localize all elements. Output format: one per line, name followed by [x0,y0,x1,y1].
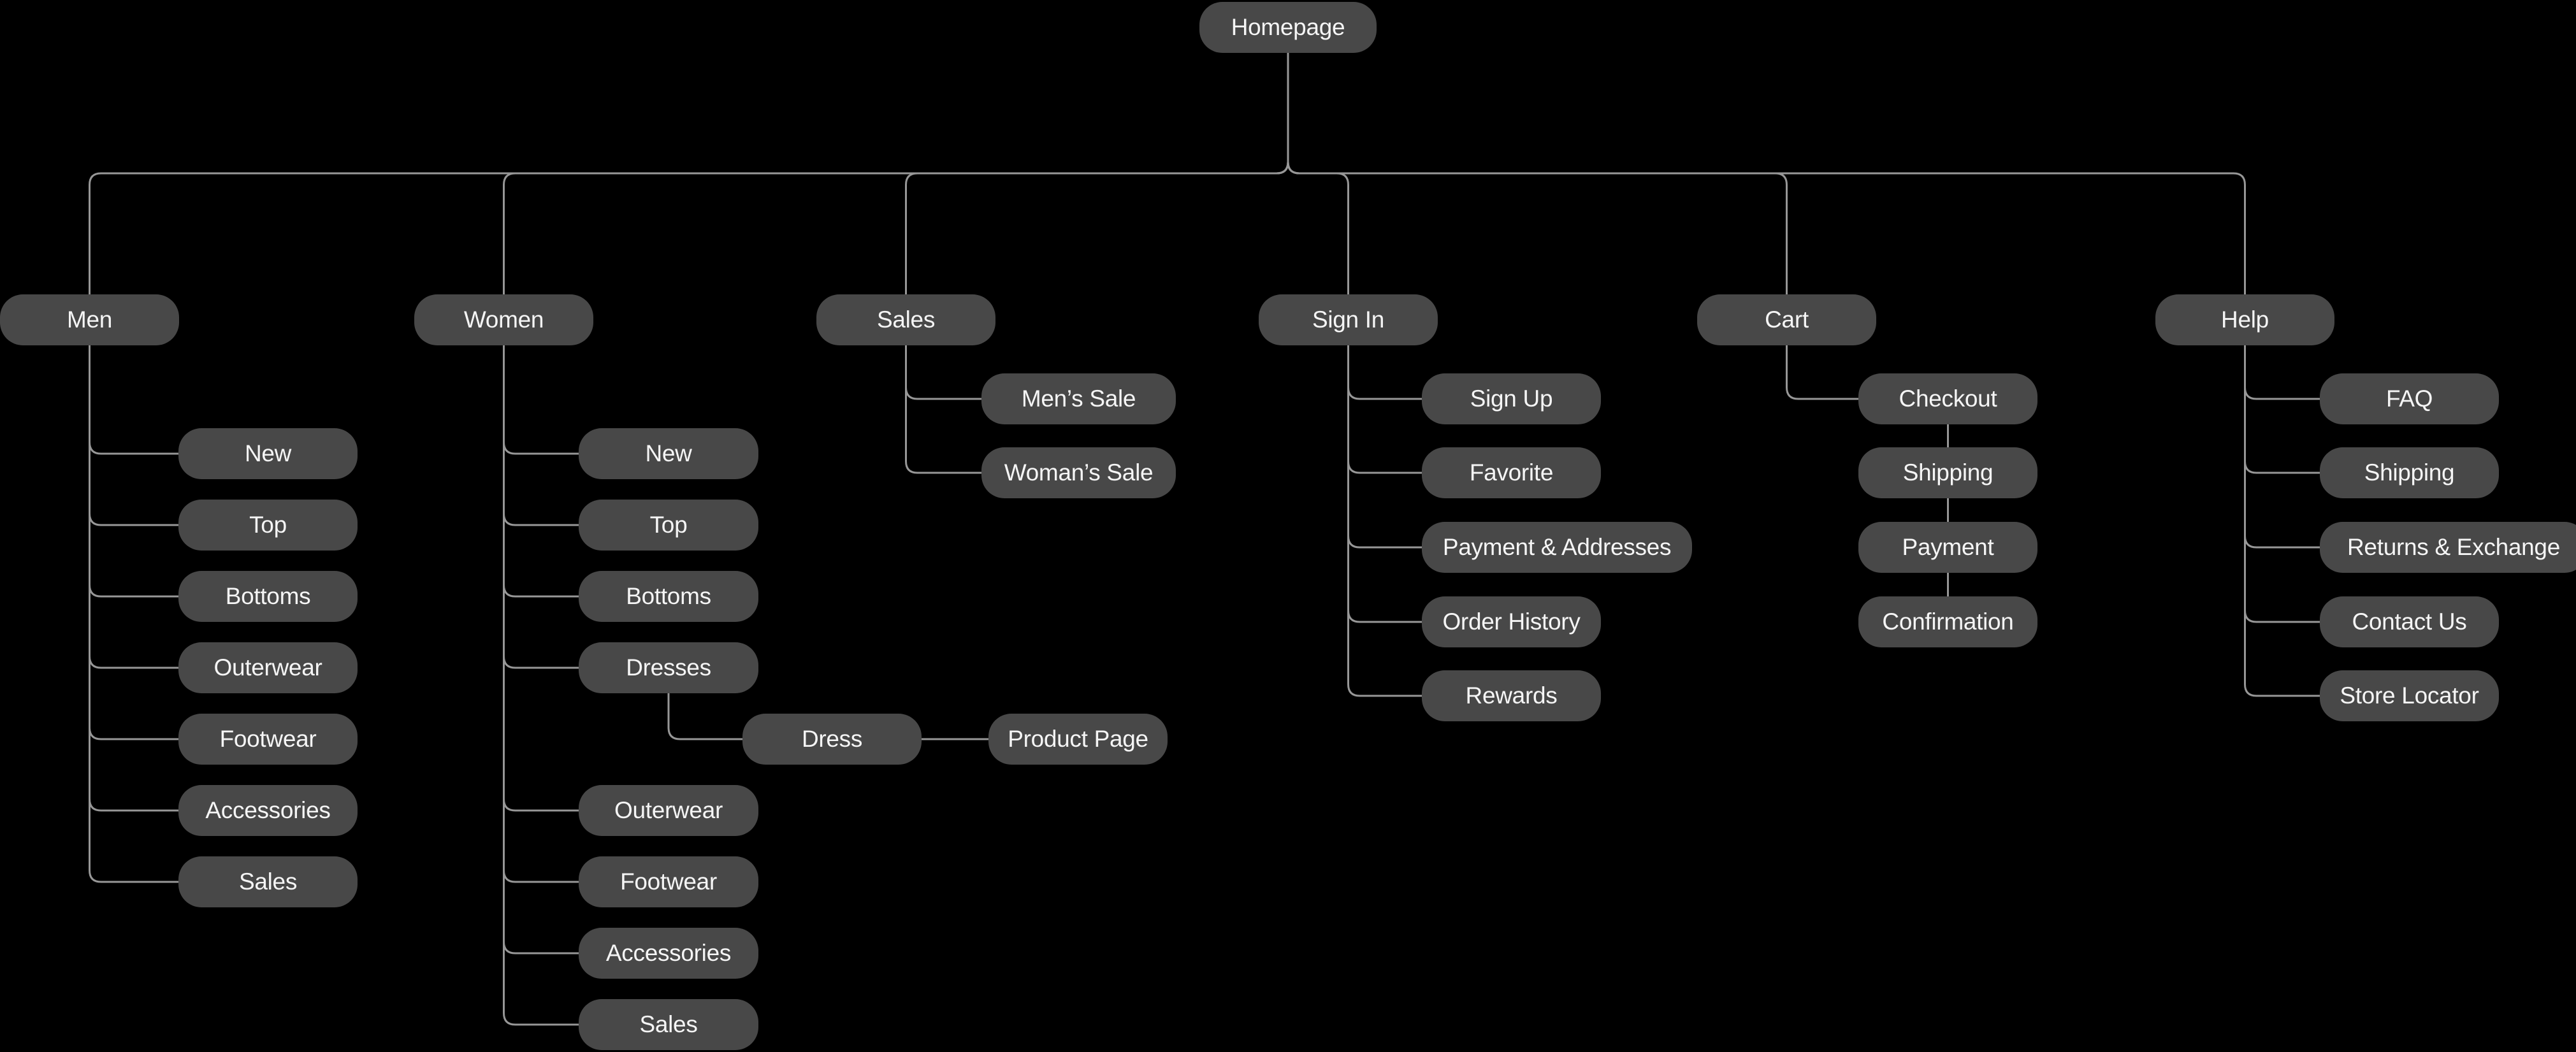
node-cart-shipping[interactable]: Shipping [1858,447,2037,498]
node-cart-payment[interactable]: Payment [1858,522,2037,573]
node-signin-payment-addresses[interactable]: Payment & Addresses [1422,522,1692,573]
node-signin[interactable]: Sign In [1259,294,1438,345]
node-women-bottoms[interactable]: Bottoms [579,571,758,622]
node-help-contact-us[interactable]: Contact Us [2320,596,2499,647]
connector-homepage-to-sales [905,53,1289,294]
node-women-new[interactable]: New [579,428,758,479]
connector-men-to-men-sales [89,345,178,883]
node-women[interactable]: Women [414,294,593,345]
connector-women-dresses-to-dress [667,693,742,740]
node-help-returns[interactable]: Returns & Exchange [2320,522,2576,573]
node-men-accessories[interactable]: Accessories [178,785,358,836]
node-sales-mens-sale[interactable]: Men’s Sale [981,373,1176,424]
connector-women-to-women-sales [503,345,579,1026]
node-men-new[interactable]: New [178,428,358,479]
node-dress[interactable]: Dress [742,714,922,765]
node-signin-favorite[interactable]: Favorite [1422,447,1601,498]
node-signin-order-history[interactable]: Order History [1422,596,1601,647]
node-help-store-locator[interactable]: Store Locator [2320,670,2499,721]
node-women-sales[interactable]: Sales [579,999,758,1050]
node-sales-womans-sale[interactable]: Woman’s Sale [981,447,1176,498]
node-women-footwear[interactable]: Footwear [579,856,758,907]
node-help[interactable]: Help [2155,294,2334,345]
node-women-accessories[interactable]: Accessories [579,928,758,979]
connector-sales-to-sales-womans-sale [905,345,981,474]
node-women-outerwear[interactable]: Outerwear [579,785,758,836]
node-cart[interactable]: Cart [1697,294,1876,345]
node-men-sales[interactable]: Sales [178,856,358,907]
node-men[interactable]: Men [0,294,179,345]
node-product-page[interactable]: Product Page [988,714,1168,765]
node-cart-confirmation[interactable]: Confirmation [1858,596,2037,647]
connector-signin-to-signin-rewards [1347,345,1422,697]
node-women-dresses[interactable]: Dresses [579,642,758,693]
node-women-top[interactable]: Top [579,500,758,551]
node-signin-sign-up[interactable]: Sign Up [1422,373,1601,424]
node-help-faq[interactable]: FAQ [2320,373,2499,424]
node-men-top[interactable]: Top [178,500,358,551]
node-help-shipping[interactable]: Shipping [2320,447,2499,498]
node-cart-checkout[interactable]: Checkout [1858,373,2037,424]
node-signin-rewards[interactable]: Rewards [1422,670,1601,721]
node-men-outerwear[interactable]: Outerwear [178,642,358,693]
node-men-bottoms[interactable]: Bottoms [178,571,358,622]
connector-cart-to-cart-checkout [1786,345,1858,400]
connector-homepage-to-help [1287,53,2246,294]
connector-help-to-help-store-locator [2244,345,2320,697]
node-men-footwear[interactable]: Footwear [178,714,358,765]
node-homepage[interactable]: Homepage [1199,2,1377,53]
node-sales[interactable]: Sales [816,294,995,345]
